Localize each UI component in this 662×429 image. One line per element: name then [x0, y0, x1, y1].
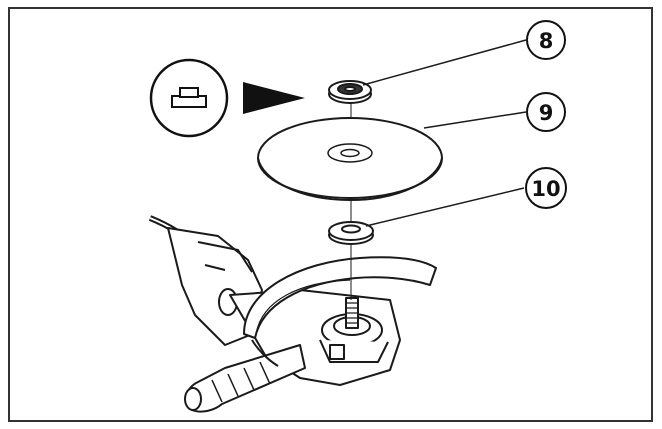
grinding-disc-part: [257, 117, 443, 202]
callout-8: 8: [526, 20, 566, 60]
lock-nut-part: [328, 80, 372, 104]
callout-label: 10: [531, 177, 560, 201]
inner-flange-part: [328, 221, 374, 245]
flange-orientation-icon: [149, 58, 229, 138]
callout-9: 9: [526, 92, 566, 132]
callout-label: 9: [539, 101, 554, 125]
wheel-guard: [243, 256, 437, 339]
callout-label: 8: [539, 29, 554, 53]
leader-lines: [362, 39, 527, 227]
arrow-right-icon: [243, 82, 305, 114]
callout-10: 10: [525, 167, 567, 209]
